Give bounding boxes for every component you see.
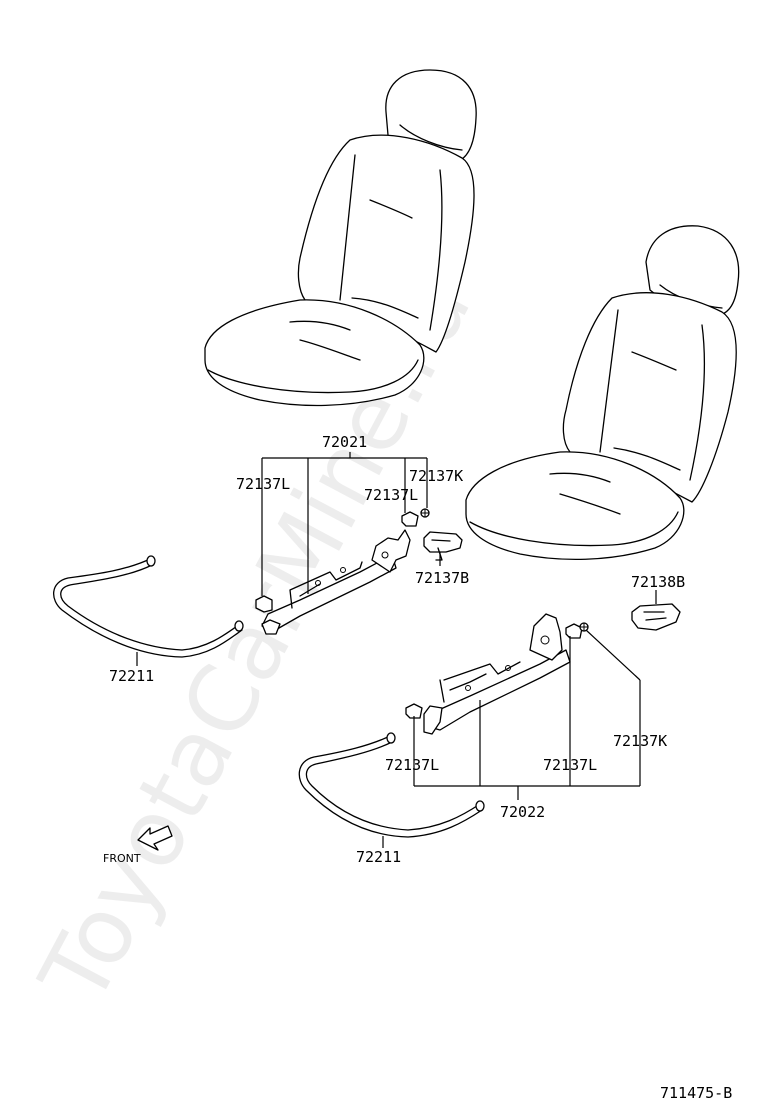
- label-upper-72137L-right: 72137L: [364, 486, 418, 504]
- lower-72138B-cover: [631, 603, 681, 631]
- label-lower-72137L-right: 72137L: [543, 756, 597, 774]
- upper-wire-72211: [53, 555, 244, 658]
- left-seat: [204, 69, 477, 407]
- figure-code: 711475-B: [660, 1084, 732, 1102]
- lower-wire-72211: [298, 732, 485, 838]
- label-upper-72137B: 72137B: [415, 569, 469, 587]
- label-72022: 72022: [500, 803, 545, 821]
- label-lower-72137K: 72137K: [613, 732, 667, 750]
- front-arrow-icon: [137, 825, 173, 851]
- label-lower-72137L-left: 72137L: [385, 756, 439, 774]
- lower-72137L-clip-right: [565, 623, 583, 639]
- label-upper-72137K: 72137K: [409, 467, 463, 485]
- upper-72137L-clip: [401, 511, 419, 527]
- lower-72137L-clip-left: [405, 703, 423, 719]
- label-lower-72211: 72211: [356, 848, 401, 866]
- lower-72137K-nut: [579, 622, 589, 632]
- upper-72137K-nut: [420, 508, 430, 518]
- label-upper-72211: 72211: [109, 667, 154, 685]
- label-lower-72138B: 72138B: [631, 573, 685, 591]
- upper-seat-rail: [255, 529, 411, 635]
- leader-lines: [136, 452, 657, 848]
- right-seat: [465, 225, 740, 561]
- lower-seat-rail: [423, 613, 571, 735]
- label-upper-72137L-left: 72137L: [236, 475, 290, 493]
- label-72021: 72021: [322, 433, 367, 451]
- upper-72137B-cover: [423, 531, 463, 561]
- front-label: FRONT: [103, 852, 141, 865]
